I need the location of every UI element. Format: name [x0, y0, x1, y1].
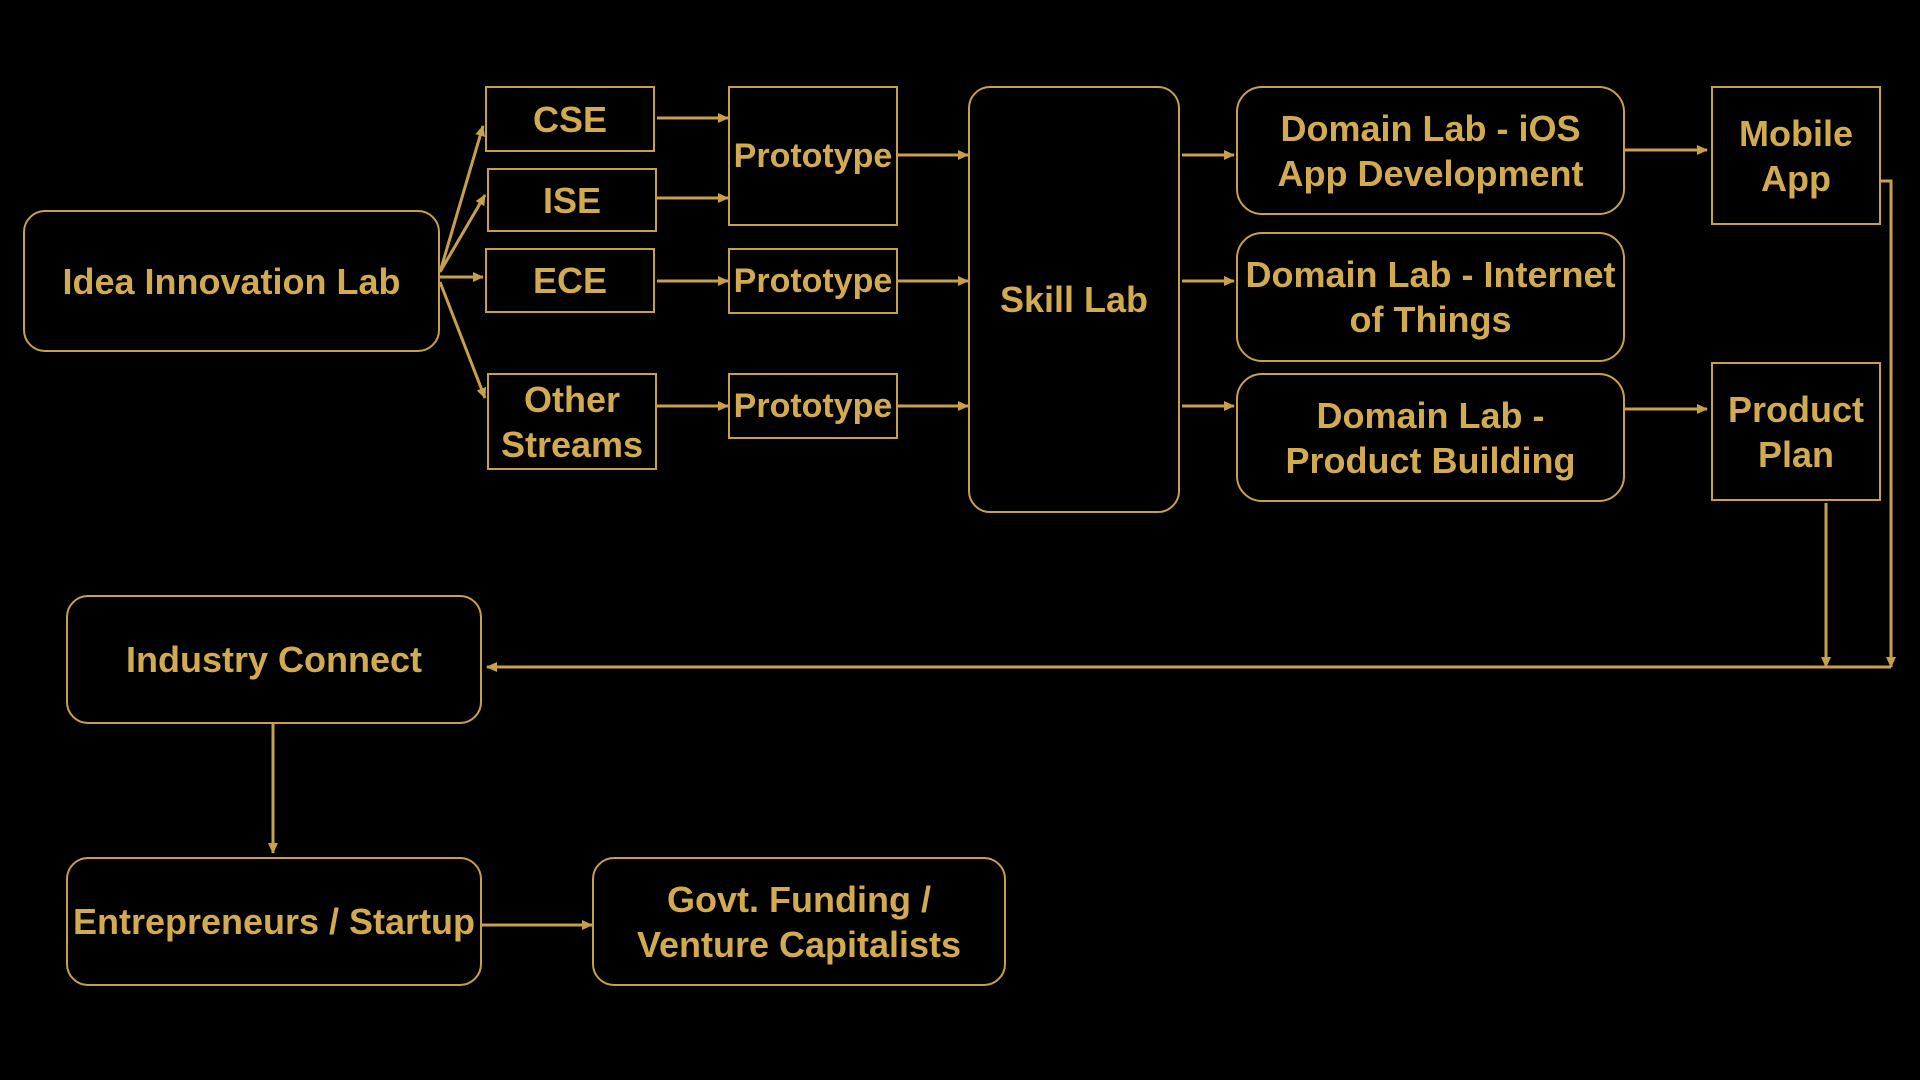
node-domain-lab-ios: Domain Lab - iOS App Development [1236, 86, 1625, 215]
node-label: Govt. Funding / Venture Capitalists [636, 878, 962, 965]
node-domain-lab-product: Domain Lab - Product Building [1236, 373, 1625, 502]
node-label: Product Plan [1727, 388, 1864, 475]
node-domain-lab-iot: Domain Lab - Internet of Things [1236, 232, 1625, 362]
node-label: Entrepreneurs / Startup [72, 901, 476, 942]
node-label: Domain Lab - Internet of Things [1245, 254, 1616, 340]
node-entrepreneurs-startup: Entrepreneurs / Startup [66, 857, 482, 986]
node-ise: ISE [487, 168, 657, 232]
node-label: Domain Lab - Product Building [1285, 394, 1576, 481]
arrow-idea-to-cse [438, 125, 485, 273]
node-other-streams: Other Streams [487, 373, 657, 470]
node-label: Industry Connect [125, 639, 422, 680]
node-prototype-3: Prototype [728, 373, 898, 439]
node-cse: CSE [485, 86, 655, 152]
node-label: Prototype [733, 386, 893, 425]
node-prototype-1: Prototype [728, 86, 898, 226]
node-label: Mobile App [1739, 112, 1853, 199]
node-label: CSE [532, 98, 608, 140]
node-mobile-app: Mobile App [1711, 86, 1881, 225]
arrow-idea-to-other [438, 281, 487, 399]
node-label: Other Streams [500, 378, 644, 465]
arrow-idea-to-ise [438, 194, 487, 273]
node-govt-funding: Govt. Funding / Venture Capitalists [592, 857, 1006, 986]
node-industry-connect: Industry Connect [66, 595, 482, 724]
node-label: Prototype [733, 261, 893, 300]
node-label: ISE [542, 179, 602, 221]
node-product-plan: Product Plan [1711, 362, 1881, 501]
node-label: Skill Lab [999, 279, 1149, 320]
node-prototype-2: Prototype [728, 248, 898, 314]
arrow-mobile-app-to-bus [1881, 179, 1896, 668]
node-ece: ECE [485, 248, 655, 313]
node-label: Idea Innovation Lab [62, 260, 401, 302]
node-idea-innovation-lab: Idea Innovation Lab [23, 210, 440, 352]
node-label: Prototype [733, 136, 893, 175]
node-label: ECE [532, 260, 608, 301]
node-label: Domain Lab - iOS App Development [1277, 107, 1584, 194]
node-skill-lab: Skill Lab [968, 86, 1180, 513]
